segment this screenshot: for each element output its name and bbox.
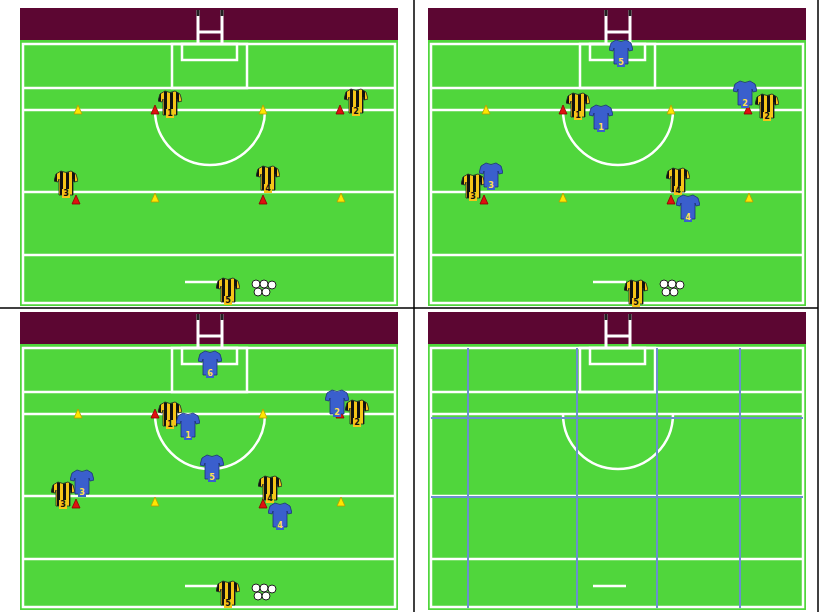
jersey-number: 1 — [574, 111, 582, 120]
jersey-number: 6 — [206, 369, 214, 378]
player-jersey: 5 — [624, 279, 648, 305]
jersey-number: 3 — [469, 192, 477, 201]
jersey-number: 2 — [352, 107, 360, 116]
jersey-number: 5 — [617, 58, 625, 67]
player-jersey: 1 — [176, 412, 200, 438]
player-jersey: 3 — [461, 173, 485, 199]
player-jersey: 2 — [345, 399, 369, 425]
jersey-number: 3 — [78, 488, 86, 497]
player-jersey: 6 — [198, 350, 222, 376]
player-jersey: 4 — [666, 167, 690, 193]
player-jersey: 4 — [258, 475, 282, 501]
player-jersey: 3 — [54, 170, 78, 196]
player-jersey: 4 — [268, 502, 292, 528]
pitch-panel — [20, 312, 398, 610]
player-jersey: 5 — [216, 277, 240, 303]
jersey-number: 2 — [741, 99, 749, 108]
player-jersey: 3 — [70, 469, 94, 495]
jersey-number: 3 — [487, 181, 495, 190]
player-jersey: 2 — [733, 80, 757, 106]
jersey-number: 5 — [224, 599, 232, 608]
jersey-number: 5 — [224, 296, 232, 305]
player-jersey: 1 — [566, 92, 590, 118]
player-jersey: 5 — [609, 39, 633, 65]
jersey-number: 4 — [276, 521, 284, 530]
jersey-number: 1 — [166, 420, 174, 429]
jersey-number: 4 — [264, 184, 272, 193]
player-jersey: 2 — [344, 88, 368, 114]
pitch-panel — [428, 8, 806, 306]
player-jersey: 4 — [256, 165, 280, 191]
jersey-number: 1 — [166, 109, 174, 118]
jersey-number: 3 — [62, 189, 70, 198]
player-jersey: 5 — [216, 580, 240, 606]
player-jersey: 1 — [589, 104, 613, 130]
player-jersey: 4 — [676, 194, 700, 220]
player-jersey: 5 — [200, 454, 224, 480]
zone-grid — [431, 348, 803, 608]
jersey-number: 2 — [763, 112, 771, 121]
jersey-number: 2 — [353, 418, 361, 427]
player-jersey: 1 — [158, 90, 182, 116]
jersey-number: 4 — [266, 494, 274, 503]
player-jersey: 2 — [755, 93, 779, 119]
jersey-number: 5 — [208, 473, 216, 482]
jersey-number: 4 — [684, 213, 692, 222]
jersey-number: 1 — [184, 431, 192, 440]
jersey-number: 2 — [333, 408, 341, 417]
jersey-number: 1 — [597, 123, 605, 132]
jersey-number: 4 — [674, 186, 682, 195]
pitch-panel — [428, 312, 806, 610]
player-jersey: 2 — [325, 389, 349, 415]
player-jersey: 3 — [479, 162, 503, 188]
pitch-panel — [20, 8, 398, 306]
jersey-number: 3 — [59, 500, 67, 509]
player-jersey: 3 — [51, 481, 75, 507]
jersey-number: 5 — [632, 298, 640, 307]
